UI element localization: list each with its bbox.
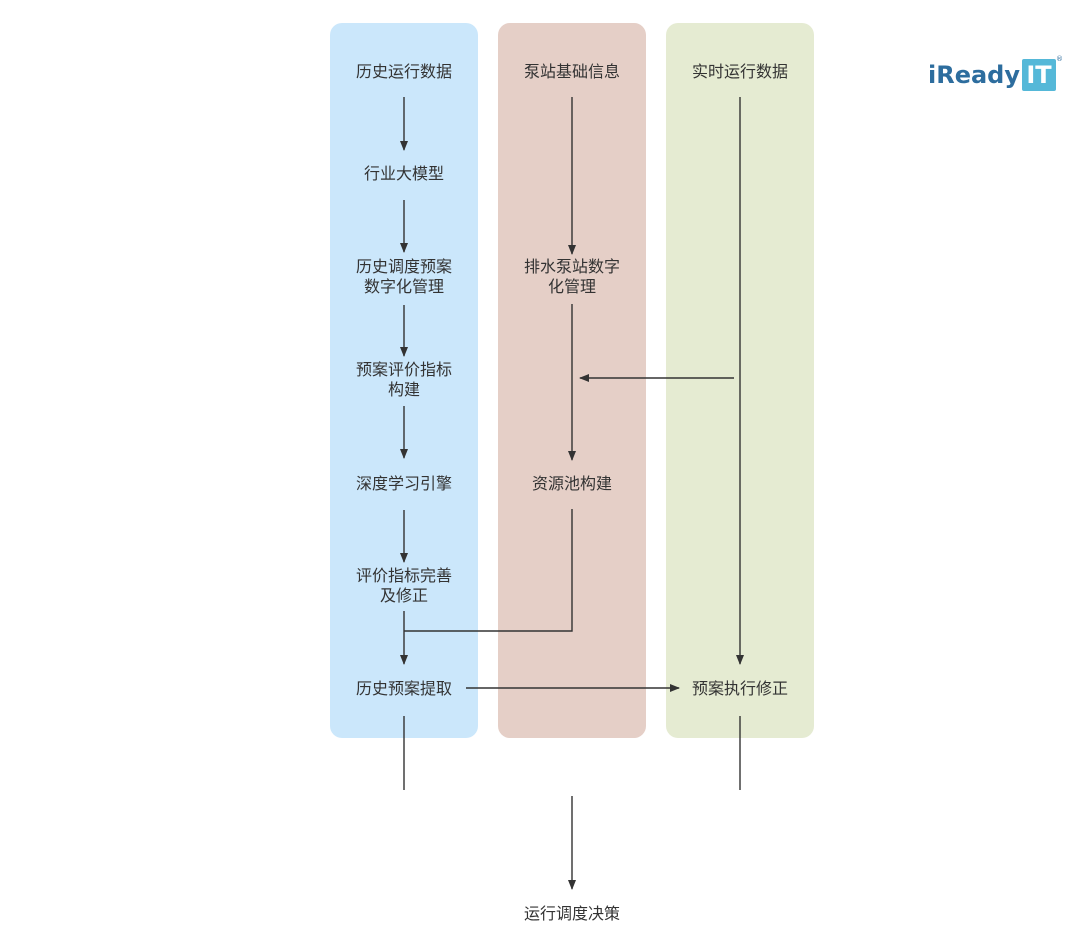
node-text: 深度学习引擎 — [355, 474, 452, 493]
node-evaluation-index: 预案评价指标 构建 — [334, 360, 474, 400]
node-history-plan-extraction: 历史预案提取 — [334, 679, 474, 699]
node-deep-learning-engine: 深度学习引擎 — [334, 474, 474, 494]
node-index-refinement: 评价指标完善 及修正 — [334, 566, 474, 606]
node-text: 历史预案提取 — [355, 679, 452, 698]
node-text-line-1: 历史调度预案 — [355, 257, 452, 276]
node-text-line-2: 构建 — [387, 380, 420, 399]
node-text: 泵站基础信息 — [523, 62, 620, 81]
node-text-line-2: 及修正 — [379, 586, 428, 605]
node-history-data: 历史运行数据 — [334, 62, 474, 82]
node-industry-model: 行业大模型 — [334, 164, 474, 184]
node-text-line-1: 预案评价指标 — [355, 360, 452, 379]
node-station-digitization: 排水泵站数字 化管理 — [502, 257, 642, 297]
node-realtime-data: 实时运行数据 — [670, 62, 810, 82]
node-text: 历史运行数据 — [355, 62, 452, 81]
arrow-pool-to-extract — [404, 509, 573, 632]
node-text: 行业大模型 — [363, 164, 444, 183]
node-text: 运行调度决策 — [523, 904, 620, 923]
registered-mark: ® — [1056, 55, 1063, 63]
logo-text: iReady — [928, 61, 1021, 89]
logo-box: IT — [1022, 59, 1056, 91]
node-station-info: 泵站基础信息 — [502, 62, 642, 82]
node-text-line-1: 排水泵站数字 — [523, 257, 620, 276]
node-final-decision: 运行调度决策 — [502, 904, 642, 924]
node-resource-pool: 资源池构建 — [502, 474, 642, 494]
node-text: 实时运行数据 — [691, 62, 788, 81]
node-text: 预案执行修正 — [691, 679, 788, 698]
node-text-line-1: 评价指标完善 — [355, 566, 452, 585]
node-plan-correction: 预案执行修正 — [670, 679, 810, 699]
node-text-line-2: 数字化管理 — [363, 277, 444, 296]
node-plan-digitization: 历史调度预案 数字化管理 — [334, 257, 474, 297]
node-text: 资源池构建 — [531, 474, 612, 493]
node-text-line-2: 化管理 — [547, 277, 596, 296]
